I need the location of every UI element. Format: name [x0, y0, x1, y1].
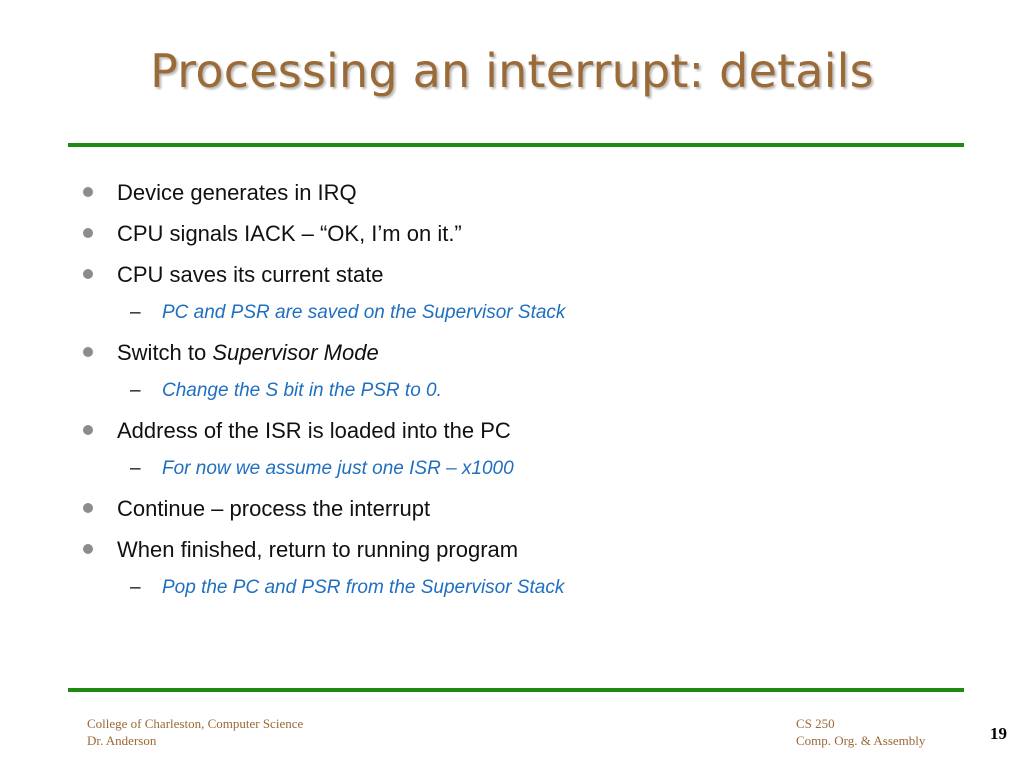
bullet-dot-icon [83, 544, 93, 554]
bullet-text: Continue – process the interrupt [117, 496, 431, 521]
bullet-dot-icon [83, 269, 93, 279]
bullet-dot-icon [83, 425, 93, 435]
sub-bullet-item: – PC and PSR are saved on the Supervisor… [130, 302, 566, 324]
sub-bullet-item: – Change the S bit in the PSR to 0. [130, 380, 442, 402]
sub-bullet-dash-icon: – [130, 577, 141, 598]
title-divider [68, 143, 964, 147]
bullet-text: When finished, return to running program [117, 537, 519, 562]
footer-institution: College of Charleston, Computer Science [87, 716, 304, 731]
sub-bullet-dash-icon: – [130, 302, 141, 323]
sub-bullet-text: For now we assume just one ISR – x1000 [162, 458, 514, 479]
bullet-text: Address of the ISR is loaded into the PC [117, 418, 511, 443]
bullet-text: CPU signals IACK – “OK, I’m on it.” [117, 221, 462, 246]
bullet-item: When finished, return to running program [83, 537, 519, 563]
bullet-item: Device generates in IRQ [83, 180, 357, 206]
bullet-dot-icon [83, 228, 93, 238]
bullet-dot-icon [83, 187, 93, 197]
sub-bullet-text: Pop the PC and PSR from the Supervisor S… [162, 577, 565, 598]
sub-bullet-text: Change the S bit in the PSR to 0. [162, 380, 442, 401]
footer-course: CS 250 [796, 716, 835, 731]
bullet-item: CPU signals IACK – “OK, I’m on it.” [83, 221, 462, 247]
page-number: 19 [990, 724, 1007, 743]
sub-bullet-dash-icon: – [130, 458, 141, 479]
footer-right: CS 250 Comp. Org. & Assembly [796, 715, 925, 749]
bullet-item: CPU saves its current state [83, 262, 384, 288]
bullet-dot-icon [83, 347, 93, 357]
bullet-item: Switch to Supervisor Mode [83, 340, 379, 366]
footer-left: College of Charleston, Computer Science … [87, 715, 303, 749]
bullet-text: Device generates in IRQ [117, 180, 357, 205]
sub-bullet-item: – For now we assume just one ISR – x1000 [130, 458, 514, 480]
bullet-text-emphasis: Supervisor Mode [212, 340, 379, 365]
footer-author: Dr. Anderson [87, 733, 157, 748]
footer-divider [68, 688, 964, 692]
bullet-dot-icon [83, 503, 93, 513]
bullet-item: Address of the ISR is loaded into the PC [83, 418, 511, 444]
bullet-text-prefix: Switch to [117, 340, 213, 365]
bullet-item: Continue – process the interrupt [83, 496, 431, 522]
sub-bullet-dash-icon: – [130, 380, 141, 401]
bullet-text: CPU saves its current state [117, 262, 384, 287]
sub-bullet-item: – Pop the PC and PSR from the Supervisor… [130, 577, 565, 599]
footer-course-title: Comp. Org. & Assembly [796, 733, 926, 748]
sub-bullet-text: PC and PSR are saved on the Supervisor S… [162, 302, 566, 323]
slide-title: Processing an interrupt: details [150, 44, 874, 98]
